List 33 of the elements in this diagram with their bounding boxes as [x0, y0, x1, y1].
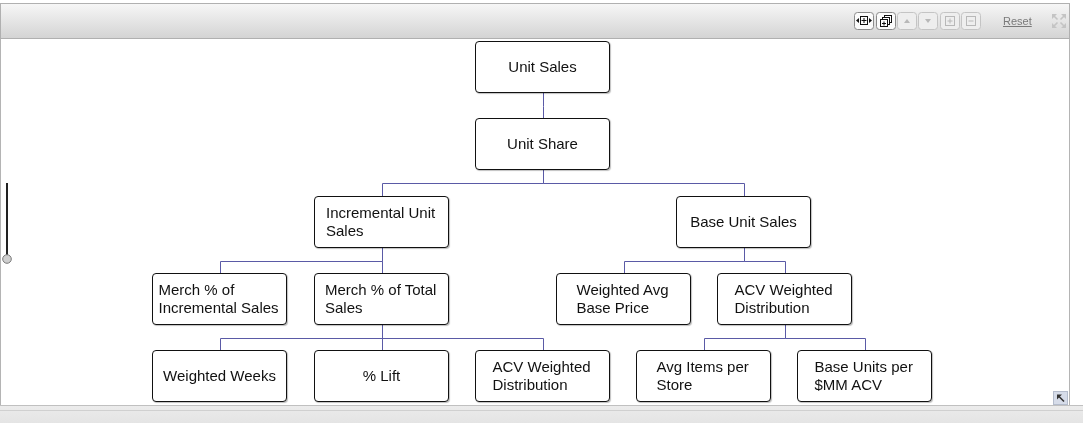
tree-node-box — [314, 196, 449, 248]
reset-link: Reset — [1003, 15, 1032, 28]
node-label: Weighted Weeks — [163, 367, 276, 385]
tree-node-box — [475, 350, 610, 402]
node-label: Avg Items per Store — [656, 358, 750, 394]
node-label: Unit Share — [507, 135, 578, 153]
node-label: Unit Sales — [508, 58, 577, 76]
connector-line — [543, 169, 745, 197]
tree-node-box — [152, 350, 287, 402]
tree-node-box — [797, 350, 932, 402]
node-label: Merch % of Incremental Sales — [158, 281, 280, 317]
node-label: Merch % of Total Sales — [325, 281, 438, 317]
node-label: ACV Weighted Distribution — [492, 358, 592, 394]
node-label: Incremental Unit Sales — [326, 204, 437, 240]
connector-line — [382, 324, 544, 351]
tree-node-box — [636, 350, 771, 402]
tree-node-box — [314, 350, 449, 402]
node-label: ACV Weighted Distribution — [734, 281, 834, 317]
tree-node-box — [717, 273, 852, 325]
tree-node-box — [152, 273, 287, 325]
tree-node-box — [475, 118, 610, 170]
connector-line — [543, 92, 544, 119]
tree-node-box — [556, 273, 691, 325]
node-label: Weighted Avg Base Price — [576, 281, 670, 317]
tree-node-box — [676, 196, 811, 248]
tree-node-box — [475, 41, 610, 93]
tree-node-box — [314, 273, 449, 325]
connector-line — [382, 247, 383, 274]
node-label: Base Unit Sales — [690, 213, 797, 231]
connector-line — [785, 324, 866, 351]
connector-line — [744, 247, 786, 274]
node-label: % Lift — [362, 367, 401, 385]
node-label: Base Units per $MM ACV — [814, 358, 914, 394]
